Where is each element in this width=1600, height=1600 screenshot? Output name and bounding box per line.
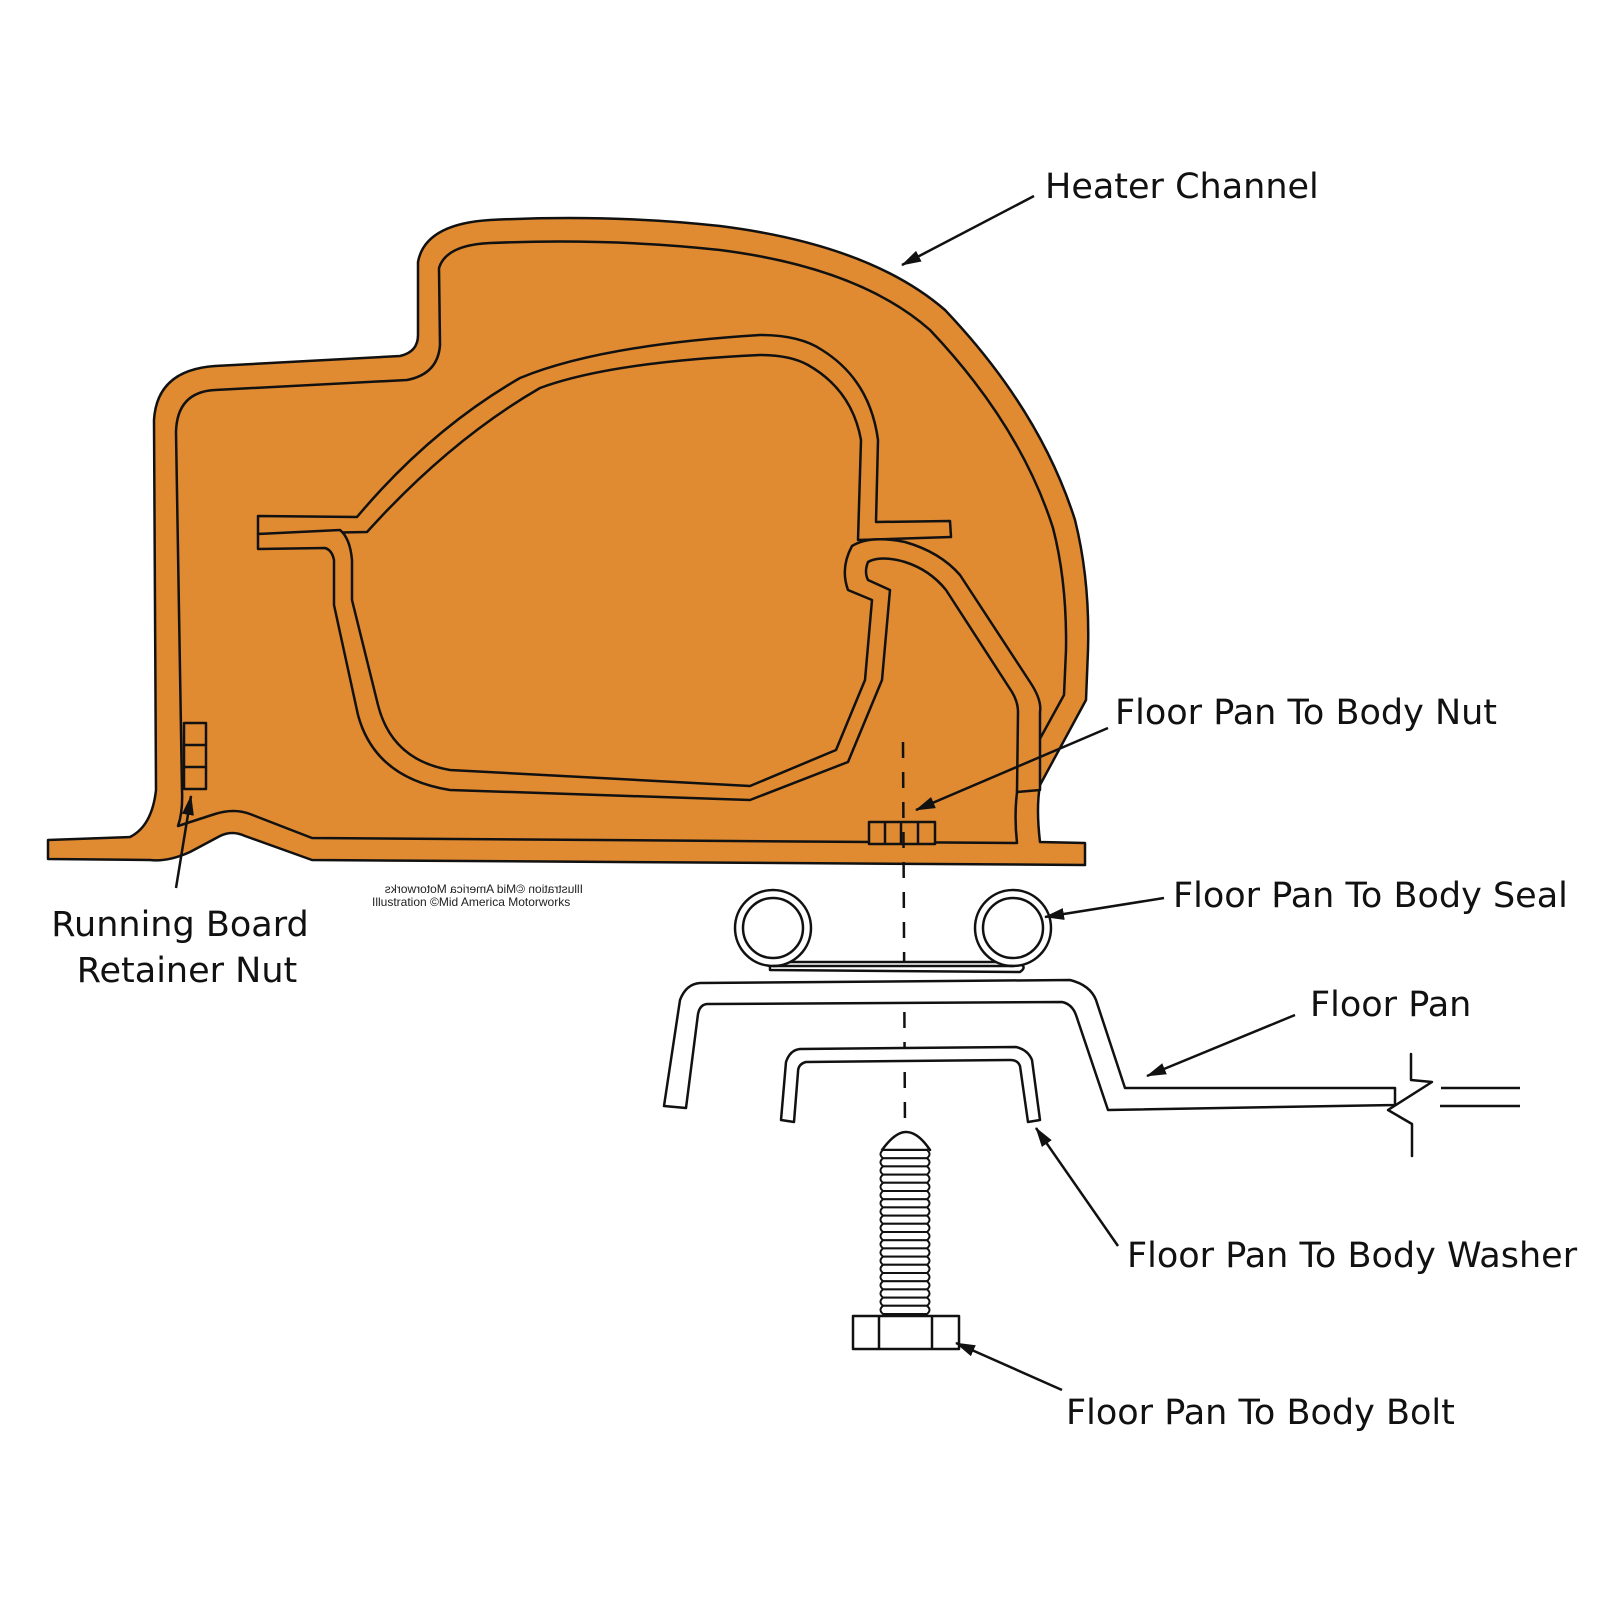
bolt-thread — [879, 1280, 931, 1291]
bolt-thread — [879, 1198, 931, 1209]
label-running-board-retainer-nut-line1: Running Board — [51, 905, 308, 945]
bolt-thread — [879, 1222, 931, 1233]
running-board-retainer-nut-leader-arrow — [174, 795, 194, 889]
label-floor-pan-to-body-bolt: Floor Pan To Body Bolt — [1066, 1393, 1455, 1433]
credit-mirrored: Illustration ©Mid America Motorworks — [385, 882, 583, 896]
floor-pan-leader-arrow — [1146, 1013, 1296, 1078]
running-board-retainer-nut — [182, 721, 208, 791]
floor-pan-to-body-seal — [733, 888, 1053, 974]
bolt-thread — [879, 1190, 931, 1201]
bolt-thread — [879, 1272, 931, 1283]
floor-pan-to-body-nut-leader-arrow — [915, 726, 1109, 812]
label-floor-pan-to-body-seal: Floor Pan To Body Seal — [1173, 876, 1568, 916]
bolt-thread — [879, 1157, 931, 1168]
bolt-thread — [879, 1206, 931, 1217]
floor-pan-to-body-bolt — [851, 1130, 961, 1351]
floor-pan-to-body-washer — [779, 1045, 1042, 1124]
bolt-threads — [879, 1149, 931, 1315]
bolt-thread — [879, 1255, 931, 1266]
bolt-thread — [879, 1165, 931, 1176]
bolt-thread — [879, 1288, 931, 1299]
floor-pan-to-body-seal-leader-arrow — [1044, 896, 1165, 920]
bolt-thread — [879, 1263, 931, 1274]
bolt-thread — [879, 1304, 931, 1315]
bolt-thread — [879, 1296, 931, 1307]
bolt-thread — [879, 1149, 931, 1160]
bolt-thread — [879, 1239, 931, 1250]
label-floor-pan: Floor Pan — [1310, 985, 1471, 1025]
label-heater-channel: Heater Channel — [1045, 167, 1319, 207]
bolt-thread — [879, 1214, 931, 1225]
credit-normal: Illustration ©Mid America Motorworks — [372, 895, 570, 909]
bolt-thread — [879, 1181, 931, 1192]
heater-channel-inner-loop — [256, 528, 1042, 802]
bolt-centerline — [901, 741, 907, 1133]
bolt-thread — [879, 1247, 931, 1258]
floor-pan-to-body-washer-leader-arrow — [1034, 1127, 1120, 1247]
floor-pan-to-body-nut — [867, 820, 937, 846]
floor-pan-break-symbol — [1386, 1052, 1520, 1158]
label-floor-pan-to-body-nut: Floor Pan To Body Nut — [1115, 693, 1497, 733]
label-running-board-retainer-nut-line2: Retainer Nut — [77, 951, 298, 991]
label-floor-pan-to-body-washer: Floor Pan To Body Washer — [1127, 1236, 1578, 1276]
floor-pan-to-body-bolt-leader-arrow — [955, 1341, 1063, 1392]
heater-channel-leader-arrow — [901, 194, 1035, 267]
bolt-thread — [879, 1231, 931, 1242]
bolt-thread — [879, 1173, 931, 1184]
heater-channel-inner-tube — [256, 333, 953, 542]
